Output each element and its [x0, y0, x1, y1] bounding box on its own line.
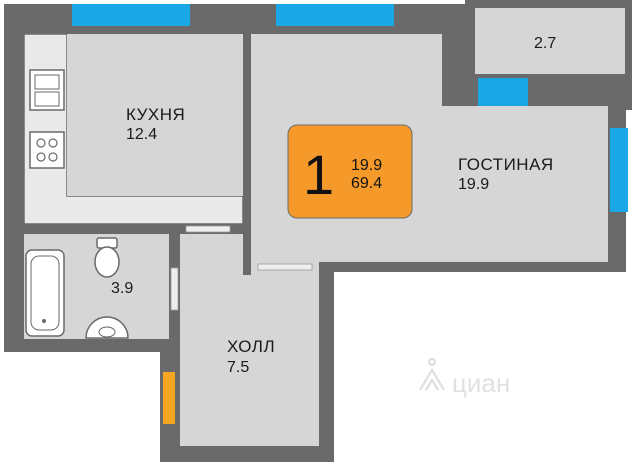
hall-name: ХОЛЛ — [227, 337, 275, 356]
door-living — [257, 263, 313, 271]
total-area-value: 69.4 — [351, 175, 382, 192]
entrance-door — [163, 372, 175, 424]
kitchen-name: КУХНЯ — [126, 105, 185, 124]
bathroom-area: 3.9 — [111, 280, 133, 297]
balcony-rail — [470, 4, 630, 78]
balcony-floor — [475, 8, 625, 75]
window-kitchen — [72, 4, 190, 26]
window-living-right — [610, 128, 628, 212]
cian-logo-icon — [419, 358, 445, 391]
door-kitchen — [185, 225, 231, 233]
living-name: ГОСТИНАЯ — [458, 155, 554, 174]
window-living-top — [276, 4, 394, 26]
toilet-icon — [94, 237, 120, 278]
sink-icon — [29, 69, 65, 111]
kitchen-counter — [23, 33, 244, 225]
kitchen-area: 12.4 — [126, 126, 157, 143]
room-count: 1 — [303, 143, 334, 206]
living-area-value: 19.9 — [351, 157, 382, 174]
door-openings — [170, 225, 313, 311]
windows — [72, 4, 628, 212]
stove-icon — [29, 131, 65, 169]
washbasin-icon — [85, 316, 129, 339]
door-bathroom — [170, 267, 179, 311]
apartment-badge: 1 19.9 69.4 — [287, 124, 413, 219]
watermark: циан — [419, 358, 510, 398]
window-balcony — [478, 76, 528, 106]
balcony-area: 2.7 — [534, 35, 556, 52]
living-area: 19.9 — [458, 176, 489, 193]
hall-area: 7.5 — [227, 359, 249, 376]
hall-floor — [180, 234, 319, 446]
bathtub-icon — [25, 249, 65, 337]
watermark-text: циан — [452, 368, 510, 398]
